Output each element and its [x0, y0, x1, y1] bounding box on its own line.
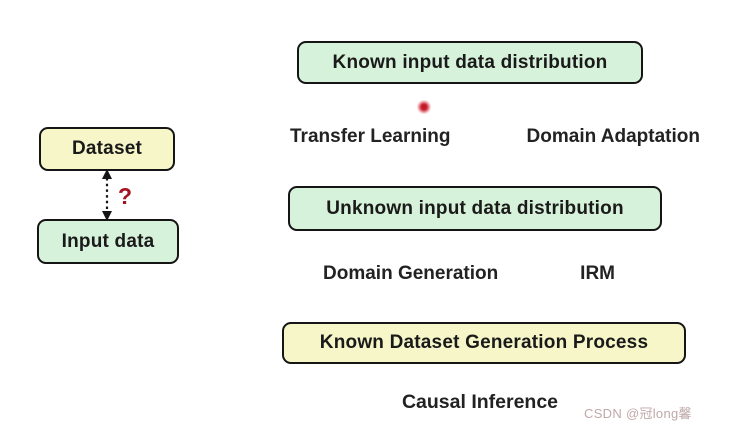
input-data-box: Input data [37, 219, 179, 264]
dataset-box: Dataset [39, 127, 175, 171]
label-domain-generation: Domain Generation [323, 263, 499, 284]
known-dataset-generation-box: Known Dataset Generation Process [282, 322, 686, 364]
watermark: CSDN @冠long馨 [584, 406, 692, 421]
label-causal-inference: Causal Inference [401, 391, 559, 413]
question-mark: ? [118, 183, 133, 209]
row2-labels: Domain Generation IRM [323, 263, 615, 285]
label-irm: IRM [580, 263, 615, 284]
label-domain-adaptation: Domain Adaptation [526, 126, 700, 147]
row1-labels: Transfer Learning Domain Adaptation [290, 126, 700, 148]
known-input-distribution-box: Known input data distribution [297, 41, 643, 84]
label-transfer-learning: Transfer Learning [290, 126, 451, 147]
unknown-input-distribution-box: Unknown input data distribution [288, 186, 662, 231]
double-arrow-icon [102, 169, 112, 221]
laser-pointer-dot-icon [417, 100, 431, 114]
